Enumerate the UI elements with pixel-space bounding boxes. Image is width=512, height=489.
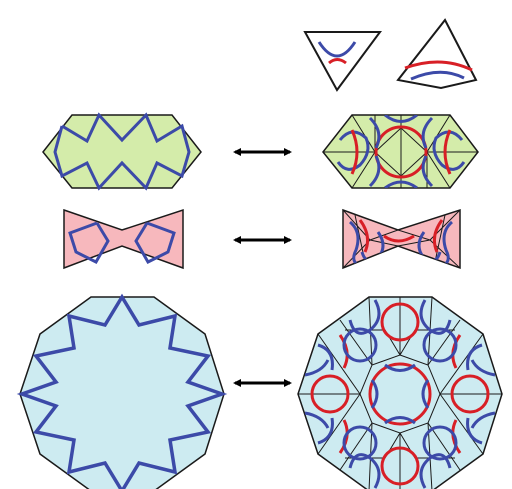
- tiled-decagon: [297, 296, 503, 489]
- strapwork-decagon: [16, 293, 228, 489]
- strapwork-hexagon: [42, 112, 202, 191]
- kite-prototile: [396, 18, 478, 90]
- triangle-prototile: [303, 31, 382, 92]
- tiled-bowtie: [342, 208, 461, 270]
- strapwork-bowtie: [63, 208, 184, 270]
- tiled-hexagon: [322, 114, 479, 189]
